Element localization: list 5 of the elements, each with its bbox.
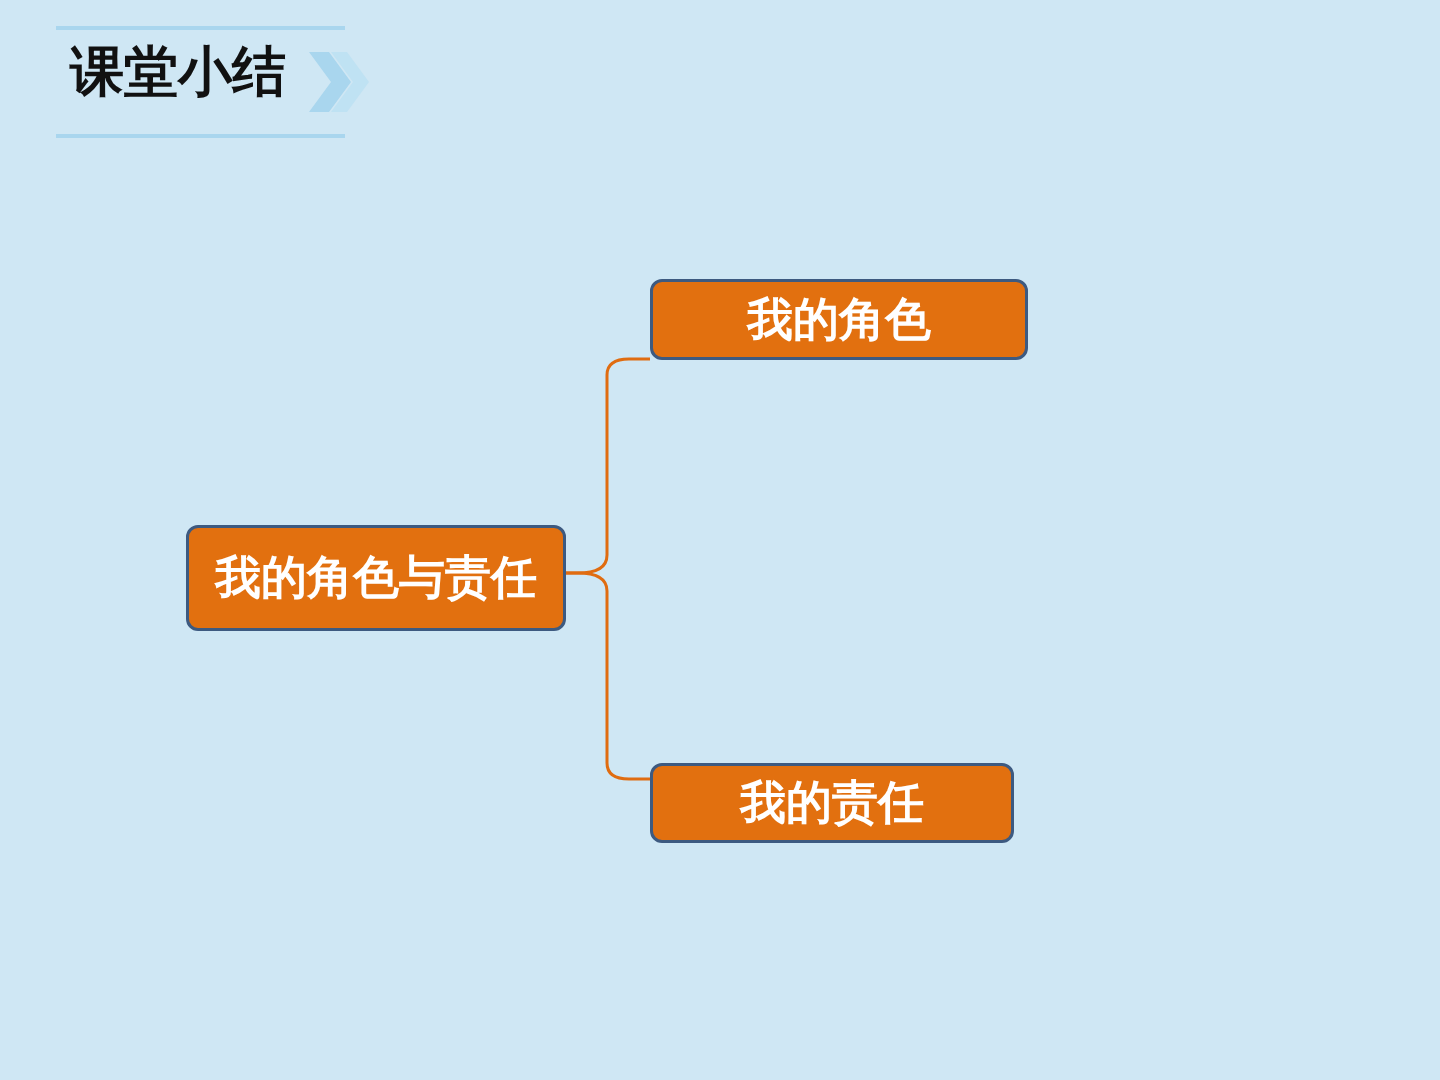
title: 课堂小结 xyxy=(70,40,286,104)
topic-box: 我的角色与责任 xyxy=(186,525,566,631)
topic-box: 我的责任 xyxy=(650,763,1014,843)
topic-box: 我的角色 xyxy=(650,279,1028,360)
brace-line xyxy=(566,571,650,781)
